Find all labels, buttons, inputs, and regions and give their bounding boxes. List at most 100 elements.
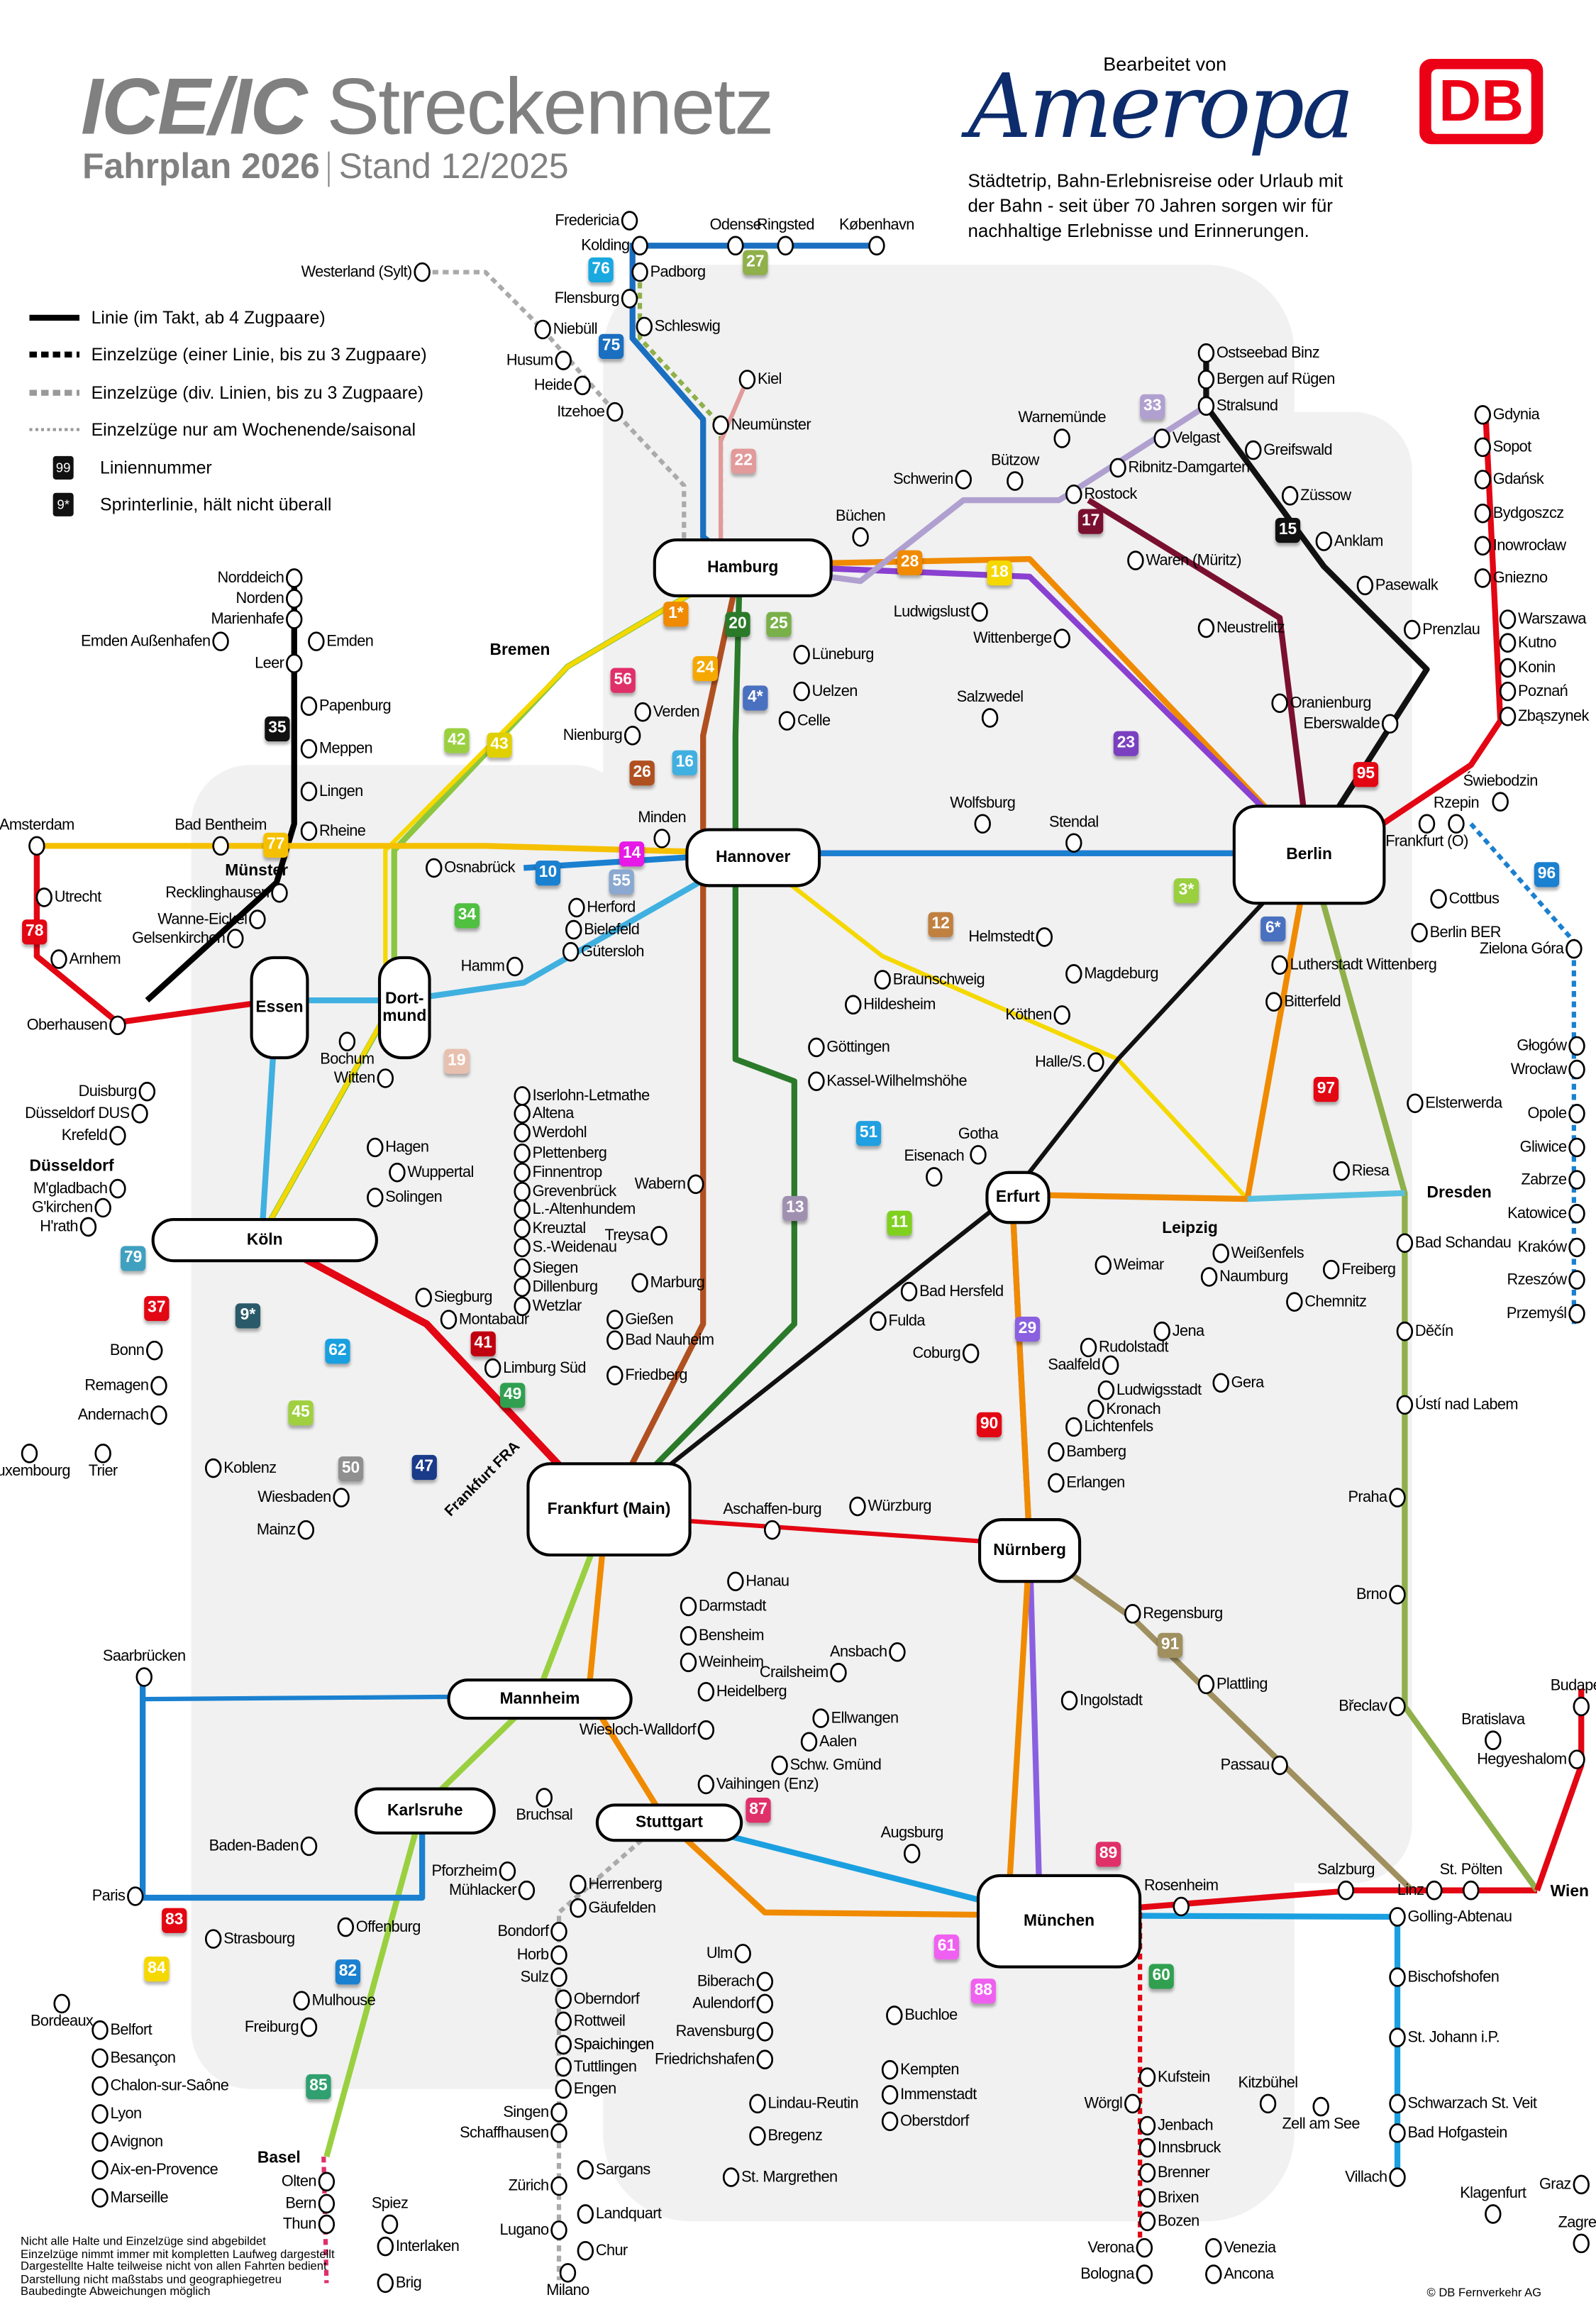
station-marker[interactable]	[1474, 568, 1492, 588]
station-marker[interactable]	[1138, 2211, 1156, 2232]
station-marker[interactable]	[1312, 2096, 1329, 2117]
station-marker[interactable]	[926, 1167, 943, 1187]
station-label[interactable]: Köthen	[1005, 1006, 1052, 1024]
station-label[interactable]: Niebüll	[553, 321, 598, 338]
station-label[interactable]: Zbąszynek	[1518, 707, 1589, 726]
station-marker[interactable]	[650, 1226, 667, 1246]
station-marker[interactable]	[1485, 1730, 1502, 1750]
station-label[interactable]: Zielona Góra	[1479, 940, 1564, 958]
station-marker[interactable]	[550, 2220, 567, 2240]
station-label[interactable]: Regensburg	[1143, 1605, 1223, 1623]
station-label[interactable]: Helmstedt	[968, 928, 1034, 946]
station-label[interactable]: Norden	[235, 590, 284, 608]
station-marker[interactable]	[92, 2188, 109, 2208]
station-label[interactable]: Bern	[285, 2194, 316, 2213]
station-marker[interactable]	[127, 1886, 144, 1906]
station-label[interactable]: Arnhem	[69, 950, 121, 968]
station-label[interactable]: Ringsted	[756, 216, 815, 234]
station-marker[interactable]	[1271, 1755, 1288, 1776]
station-label[interactable]: Greifswald	[1263, 441, 1332, 459]
station-marker[interactable]	[92, 2048, 109, 2068]
station-label[interactable]: Oranienburg	[1290, 694, 1372, 712]
station-label[interactable]: Ellwangen	[831, 1709, 899, 1727]
station-marker[interactable]	[981, 708, 999, 728]
station-marker[interactable]	[414, 262, 431, 282]
station-label[interactable]: Biberach	[697, 1972, 755, 1991]
station-marker[interactable]	[1124, 1604, 1141, 1624]
station-label[interactable]: Aschaffen-burg	[723, 1500, 821, 1519]
station-label[interactable]: Flensburg	[554, 289, 620, 308]
station-label[interactable]: Schaffhausen	[460, 2124, 549, 2142]
station-marker[interactable]	[377, 2236, 394, 2257]
station-label[interactable]: Oberhausen	[26, 1016, 108, 1034]
station-marker[interactable]	[550, 2176, 567, 2196]
station-label[interactable]: Sargans	[595, 2161, 650, 2179]
station-marker[interactable]	[631, 262, 648, 282]
station-marker[interactable]	[555, 2079, 572, 2099]
station-label[interactable]: Ludwigslust	[893, 603, 970, 621]
station-label[interactable]: Warnemünde	[1018, 409, 1107, 427]
station-label[interactable]: Besançon	[110, 2049, 177, 2067]
station-marker[interactable]	[415, 1288, 432, 1307]
station-marker[interactable]	[1173, 1896, 1190, 1917]
station-label[interactable]: Iserlohn-Letmathe	[532, 1087, 650, 1105]
station-marker[interactable]	[738, 370, 756, 389]
station-label[interactable]: Eberswalde	[1303, 714, 1380, 733]
station-label[interactable]: Darmstadt	[699, 1598, 766, 1615]
station-marker[interactable]	[845, 995, 862, 1015]
station-marker[interactable]	[1356, 575, 1374, 596]
station-marker[interactable]	[849, 1496, 866, 1517]
station-label[interactable]: Husum	[506, 351, 553, 370]
station-marker[interactable]	[300, 781, 318, 802]
station-marker[interactable]	[150, 1376, 167, 1396]
station-label[interactable]: Wrocław	[1510, 1061, 1567, 1079]
station-label[interactable]: Klagenfurt	[1460, 2184, 1526, 2203]
hub-station[interactable]: Düsseldorf	[29, 1158, 113, 1175]
station-label[interactable]: Friedrichshafen	[655, 2050, 755, 2069]
station-marker[interactable]	[830, 1663, 847, 1683]
station-marker[interactable]	[1389, 1967, 1406, 1987]
station-label[interactable]: Bregenz	[767, 2127, 823, 2145]
station-label[interactable]: Zagreb	[1558, 2213, 1596, 2232]
station-marker[interactable]	[1080, 1337, 1097, 1358]
station-marker[interactable]	[1389, 2167, 1406, 2187]
station-label[interactable]: Minden	[638, 809, 687, 827]
station-label[interactable]: Kassel-Wilhelmshöhe	[826, 1072, 967, 1090]
station-label[interactable]: Konin	[1518, 659, 1556, 677]
station-marker[interactable]	[756, 2021, 774, 2042]
station-label[interactable]: Schleswig	[654, 317, 721, 336]
station-marker[interactable]	[35, 887, 52, 907]
station-marker[interactable]	[212, 631, 229, 651]
station-label[interactable]: Aix-en-Provence	[110, 2161, 218, 2179]
station-marker[interactable]	[555, 2035, 572, 2055]
station-label[interactable]: Wuppertal	[407, 1163, 474, 1182]
station-label[interactable]: Wörgl	[1084, 2094, 1123, 2113]
station-marker[interactable]	[1197, 618, 1215, 638]
station-label[interactable]: Koblenz	[223, 1459, 277, 1477]
station-marker[interactable]	[1197, 396, 1215, 416]
station-label[interactable]: Plettenberg	[532, 1144, 607, 1163]
station-marker[interactable]	[653, 829, 670, 848]
station-marker[interactable]	[1568, 1204, 1585, 1224]
station-marker[interactable]	[1499, 633, 1517, 653]
station-label[interactable]: Saarbrücken	[102, 1647, 186, 1666]
station-label[interactable]: Marienhafe	[211, 610, 284, 629]
station-marker[interactable]	[506, 956, 523, 977]
station-marker[interactable]	[92, 2076, 109, 2096]
station-marker[interactable]	[1265, 992, 1282, 1012]
station-marker[interactable]	[53, 1993, 70, 2014]
station-marker[interactable]	[1499, 707, 1517, 726]
station-marker[interactable]	[1153, 1321, 1170, 1341]
station-label[interactable]: Kreuztal	[532, 1219, 587, 1237]
station-label[interactable]: Altena	[532, 1105, 575, 1123]
station-label[interactable]: Bad Bentheim	[174, 816, 267, 834]
station-marker[interactable]	[1102, 1355, 1119, 1376]
station-marker[interactable]	[1474, 470, 1492, 489]
station-label[interactable]: H'rath	[40, 1218, 78, 1236]
station-label[interactable]: Halle/S.	[1035, 1053, 1086, 1071]
station-marker[interactable]	[565, 919, 582, 940]
station-marker[interactable]	[697, 1681, 715, 1702]
station-label[interactable]: Kitzbühel	[1238, 2074, 1299, 2092]
station-marker[interactable]	[1499, 609, 1517, 629]
station-marker[interactable]	[808, 1037, 825, 1058]
